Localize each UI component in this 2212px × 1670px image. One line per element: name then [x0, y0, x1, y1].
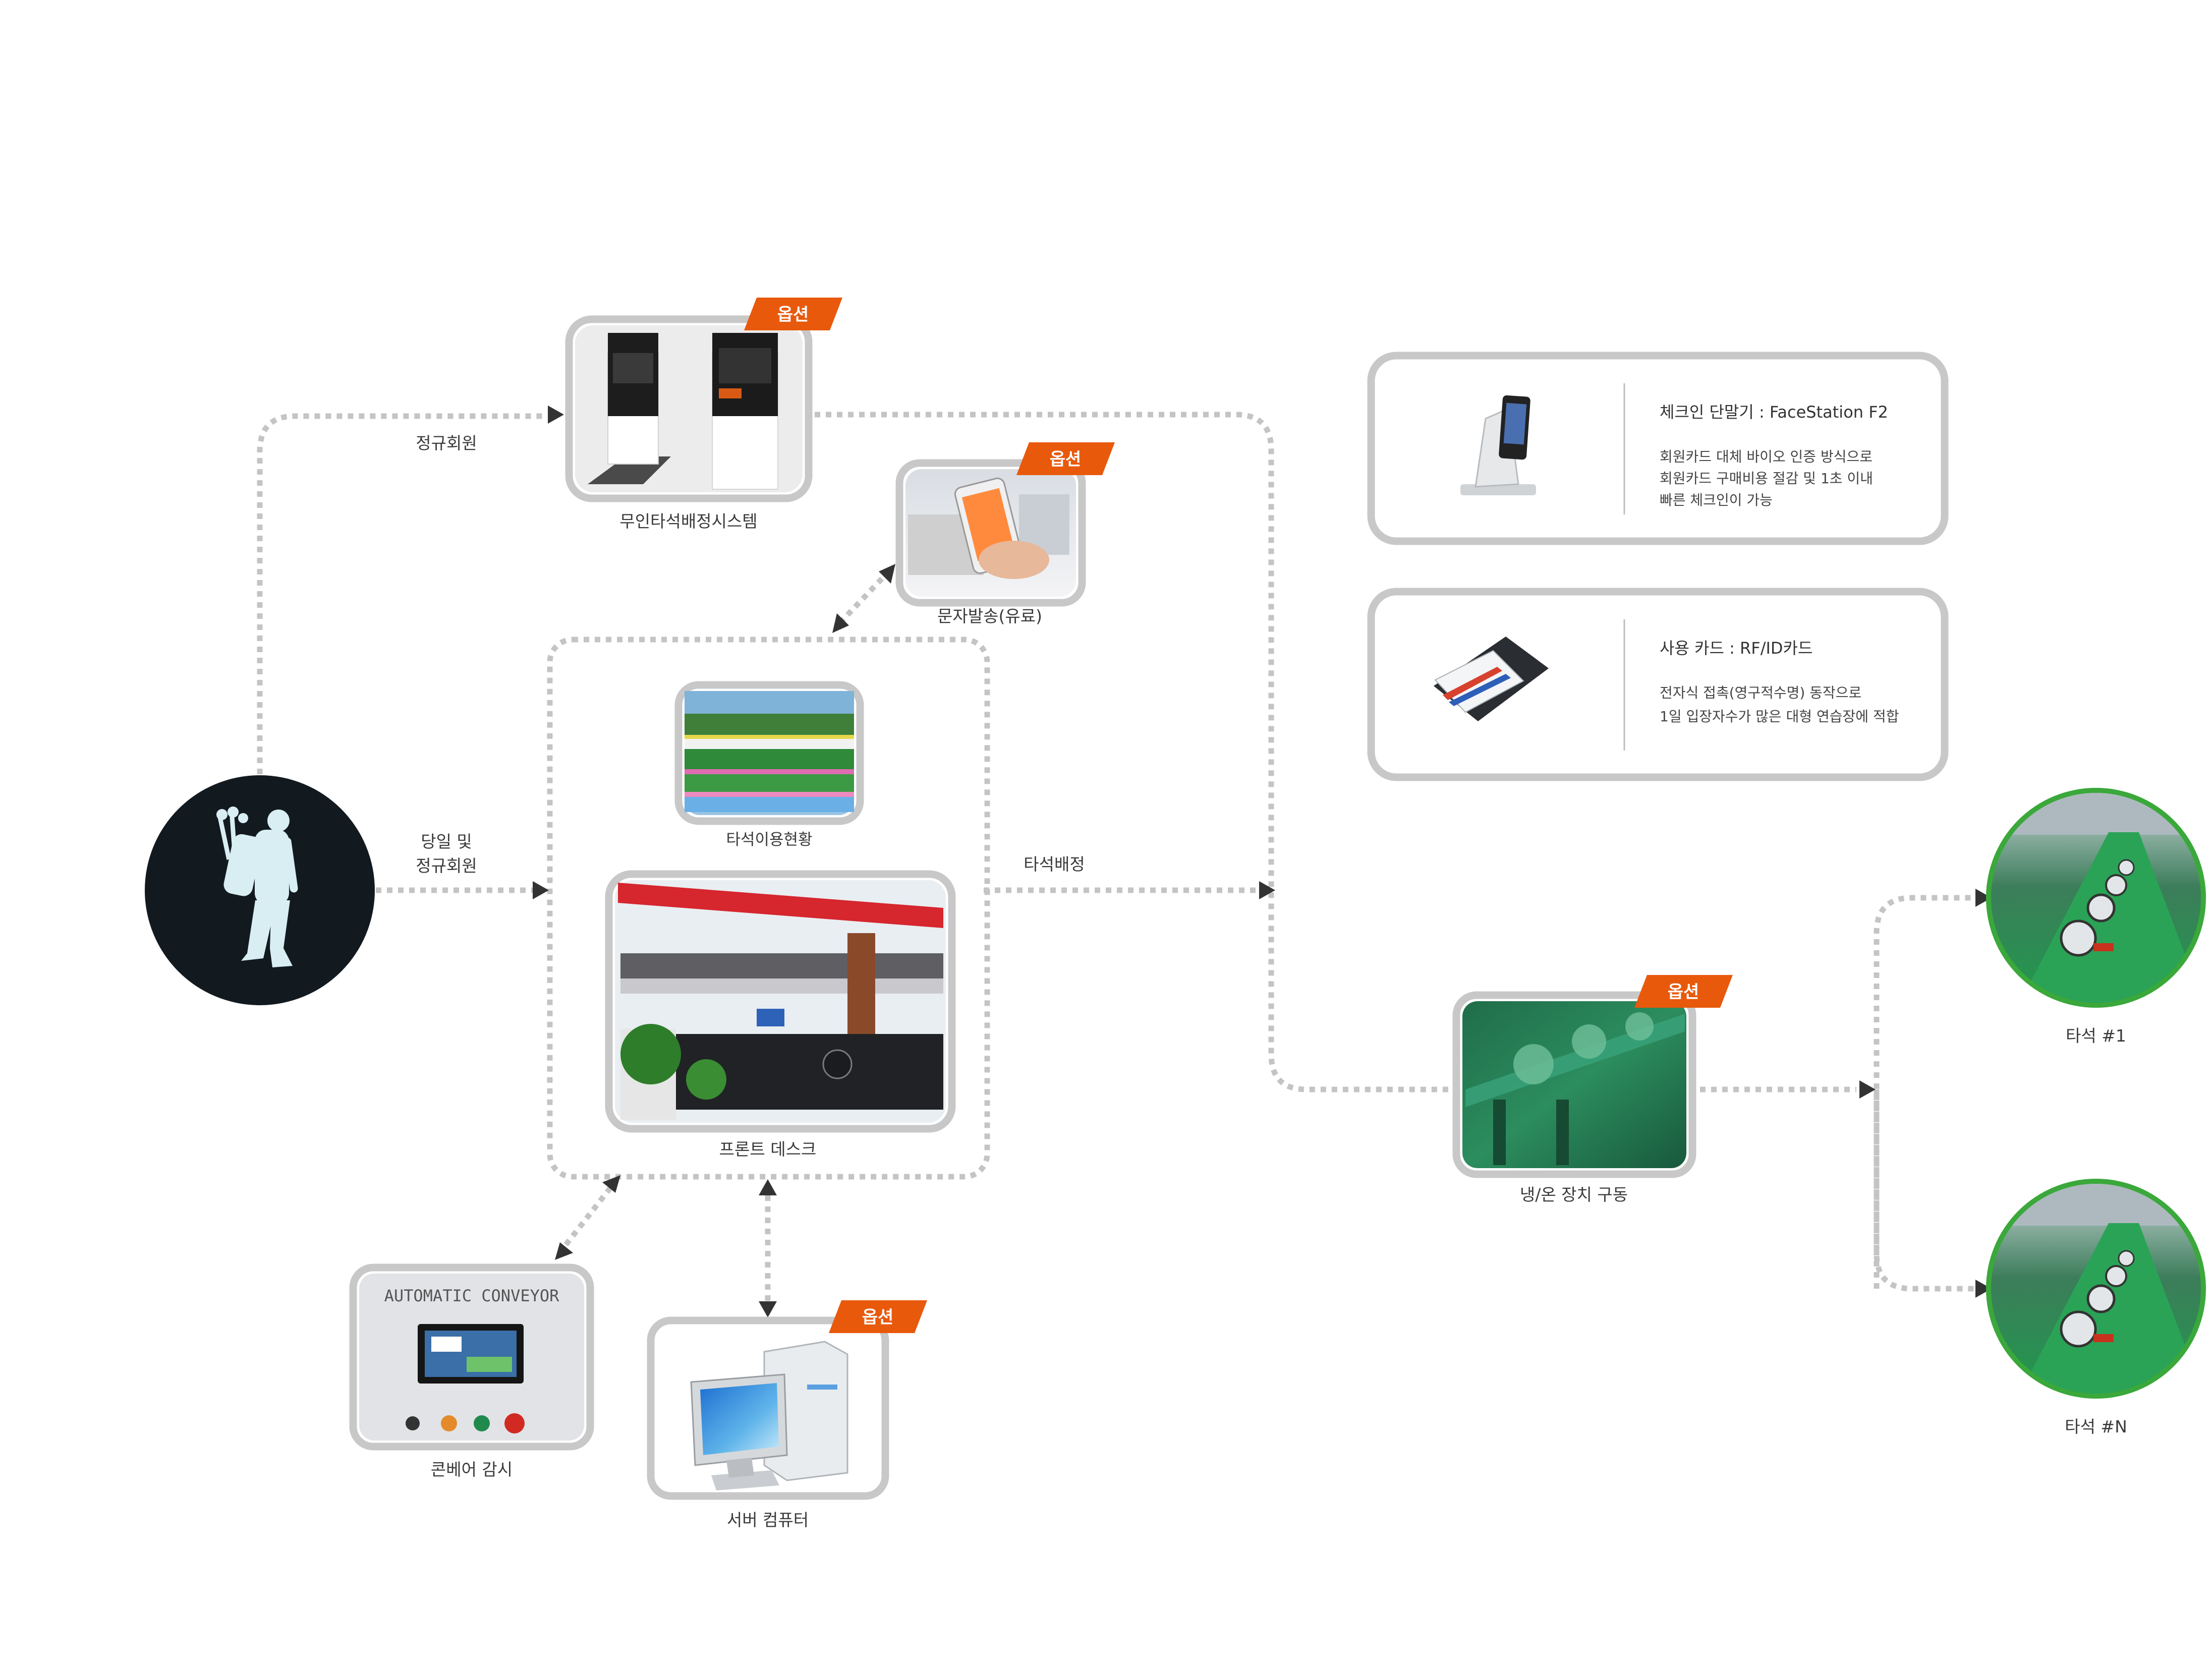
key-switch-icon: [406, 1416, 420, 1430]
rfid-card-icon: [1434, 637, 1549, 721]
hvac-label: 냉/온 장치 구동: [1520, 1185, 1628, 1204]
arrow-from-sms: [832, 613, 849, 633]
flow-split-to-bay1: [1874, 895, 1975, 1289]
bay-n-label: 타석 #N: [2065, 1417, 2127, 1436]
stop-button-icon[interactable]: [504, 1413, 525, 1433]
conveyor-label: 콘베어 감시: [431, 1460, 513, 1479]
hvac-option-badge: 옵션: [1634, 975, 1733, 1008]
member-node: [145, 775, 375, 1005]
plant-icon: [620, 1024, 681, 1084]
sms-label: 문자발송(유료): [937, 606, 1042, 626]
flow-split-to-bayn: [1874, 1089, 1975, 1292]
edge-label-daily-2: 정규회원: [416, 856, 477, 876]
info-card-checkin-title: 체크인 단말기 : FaceStation F2: [1660, 402, 1888, 422]
edge-label-assign: 타석배정: [1024, 854, 1085, 874]
arrow-to-sms: [879, 564, 895, 584]
arrow-to-junction: [1259, 881, 1275, 899]
svg-text:옵션: 옵션: [777, 305, 809, 325]
info-card-rfid-title: 사용 카드 : RF/ID카드: [1660, 639, 1812, 658]
flow-kiosk-to-hvac: [815, 412, 1453, 1092]
svg-text:옵션: 옵션: [1050, 449, 1082, 470]
flow-member-to-kiosk: [257, 413, 545, 774]
flow-desk-to-conveyor: [562, 1186, 613, 1248]
server-node[interactable]: 서버 컴퓨터: [647, 1316, 889, 1530]
green-lamp-icon: [474, 1415, 490, 1431]
arrow-to-conveyor: [555, 1242, 573, 1260]
flow-lines: [257, 412, 1975, 1301]
sms-option-badge: 옵션: [1016, 442, 1115, 475]
svg-text:옵션: 옵션: [862, 1307, 894, 1328]
arrow-down-server: [759, 1301, 777, 1317]
conveyor-node[interactable]: AUTOMATIC CONVEYOR 콘베어 감시: [349, 1263, 594, 1479]
info-card-rfid-frame: [1367, 588, 1949, 781]
arrow-up-desk: [759, 1179, 777, 1195]
info-card-checkin: 체크인 단말기 : FaceStation F2 회원카드 대체 바이오 인증 …: [1367, 352, 1949, 545]
bay-1-node[interactable]: 타석 #1: [1986, 788, 2206, 1046]
fan-heater-icon: [1513, 1044, 1554, 1084]
golfer-silhouette-icon: [216, 807, 298, 967]
arrow-to-desk: [533, 881, 549, 899]
front-desk-label: 프론트 데스크: [719, 1139, 817, 1159]
server-label: 서버 컴퓨터: [727, 1510, 809, 1530]
edge-label-regular: 정규회원: [416, 433, 477, 453]
info-card-checkin-line-2: 회원카드 구매비용 절감 및 1초 이내: [1660, 470, 1873, 487]
arrow-to-split: [1859, 1080, 1876, 1099]
info-card-rfid-line-2: 1일 입장자수가 많은 대형 연습장에 적합: [1660, 708, 1899, 725]
status-node[interactable]: 타석이용현황: [674, 681, 864, 849]
flow-desk-to-sms: [838, 573, 887, 625]
info-card-rfid: 사용 카드 : RF/ID카드 전자식 접촉(영구적수명) 동작으로 1일 입장…: [1367, 588, 1949, 781]
server-computer-icon: [690, 1341, 848, 1490]
face-terminal-icon: [1460, 395, 1536, 495]
arrow-to-kiosk: [548, 406, 564, 424]
arrow-to-bayn: [1975, 1280, 1992, 1298]
info-card-checkin-line-1: 회원카드 대체 바이오 인증 방식으로: [1660, 448, 1873, 465]
kiosk-node[interactable]: 무인타석배정시스템: [565, 315, 813, 531]
kiosk-label: 무인타석배정시스템: [619, 511, 757, 531]
arrow-to-bay1: [1975, 889, 1992, 907]
arrowheads: [533, 406, 1992, 1317]
edge-label-daily-1: 당일 및: [421, 832, 472, 851]
bay-n-node[interactable]: 타석 #N: [1986, 1179, 2206, 1436]
orange-lamp-icon: [441, 1415, 457, 1431]
conveyor-panel-title: AUTOMATIC CONVEYOR: [384, 1286, 560, 1305]
hvac-node[interactable]: 냉/온 장치 구동: [1452, 991, 1696, 1204]
server-option-badge: 옵션: [829, 1300, 927, 1333]
sms-node[interactable]: 문자발송(유료): [895, 459, 1086, 626]
svg-text:옵션: 옵션: [1668, 982, 1699, 1002]
front-desk-node[interactable]: 프론트 데스크: [605, 870, 956, 1159]
status-label: 타석이용현황: [726, 831, 812, 849]
arrow-from-conveyor: [602, 1175, 620, 1193]
info-card-rfid-line-1: 전자식 접촉(영구적수명) 동작으로: [1660, 684, 1861, 701]
bay-1-label: 타석 #1: [2066, 1026, 2126, 1046]
info-card-checkin-line-3: 빠른 체크인이 가능: [1660, 492, 1773, 508]
kiosk-option-badge: 옵션: [744, 298, 842, 330]
